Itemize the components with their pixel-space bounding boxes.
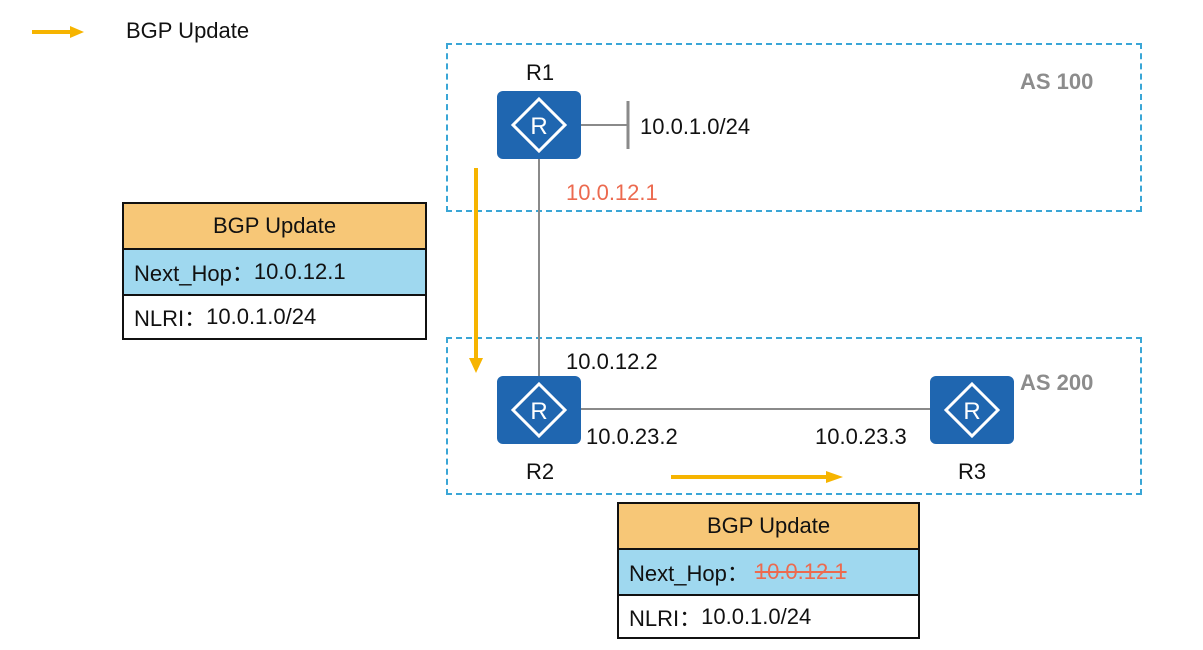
router-r1[interactable]: R bbox=[497, 91, 581, 159]
svg-text:R: R bbox=[963, 398, 980, 425]
router-r2[interactable]: R bbox=[497, 376, 581, 444]
next-hop-value: 10.0.12.1 bbox=[253, 259, 346, 284]
next-hop-row: Next_Hop： 10.0.12.1 bbox=[619, 550, 918, 596]
bgp-update-title: BGP Update bbox=[124, 204, 425, 250]
router-icon: R bbox=[510, 381, 568, 439]
legend-arrow-icon bbox=[32, 26, 84, 38]
bgp-update-title-text: BGP Update bbox=[706, 513, 831, 538]
next-hop-label: Next_Hop： bbox=[134, 261, 254, 286]
nlri-value: 10.0.1.0/24 bbox=[701, 603, 812, 629]
as-100-area bbox=[446, 43, 1142, 212]
bgp-update-table-1: BGP Update Next_Hop： 10.0.12.1 NLRI： 10.… bbox=[122, 202, 427, 340]
r2-interface-ip-right: 10.0.23.2 bbox=[586, 424, 678, 449]
bgp-update-table-2: BGP Update Next_Hop： 10.0.12.1 NLRI： 10.… bbox=[617, 502, 920, 639]
nlri-row: NLRI： 10.0.1.0/24 bbox=[124, 296, 425, 338]
as-100-label: AS 100 bbox=[1020, 69, 1094, 94]
router-icon: R bbox=[510, 96, 568, 154]
nlri-label: NLRI： bbox=[134, 306, 207, 331]
bgp-update-title-text: BGP Update bbox=[212, 213, 337, 238]
update-arrow-r2-r3-head bbox=[826, 471, 843, 483]
as-200-label: AS 200 bbox=[1020, 370, 1094, 395]
router-icon: R bbox=[943, 381, 1001, 439]
nlri-label: NLRI： bbox=[629, 605, 702, 631]
router-r3-name: R3 bbox=[958, 459, 987, 484]
r1-interface-ip: 10.0.12.1 bbox=[566, 180, 658, 205]
next-hop-label: Next_Hop： bbox=[629, 561, 749, 586]
nlri-value: 10.0.1.0/24 bbox=[206, 304, 317, 329]
bgp-update-title: BGP Update bbox=[619, 504, 918, 550]
r2-interface-ip-up: 10.0.12.2 bbox=[566, 349, 658, 374]
update-arrow-r1-r2-head bbox=[469, 358, 483, 373]
svg-text:R: R bbox=[530, 398, 547, 425]
next-hop-row: Next_Hop： 10.0.12.1 bbox=[124, 250, 425, 296]
as-200-area bbox=[446, 337, 1142, 495]
r3-interface-ip: 10.0.23.3 bbox=[815, 424, 907, 449]
nlri-row: NLRI： 10.0.1.0/24 bbox=[619, 596, 918, 637]
network-prefix: 10.0.1.0/24 bbox=[640, 114, 751, 139]
next-hop-value-unchanged: 10.0.12.1 bbox=[754, 559, 847, 584]
legend-label: BGP Update bbox=[126, 18, 250, 43]
router-r3[interactable]: R bbox=[930, 376, 1014, 444]
svg-text:R: R bbox=[530, 113, 547, 140]
router-r2-name: R2 bbox=[526, 459, 555, 484]
router-r1-name: R1 bbox=[526, 60, 555, 85]
